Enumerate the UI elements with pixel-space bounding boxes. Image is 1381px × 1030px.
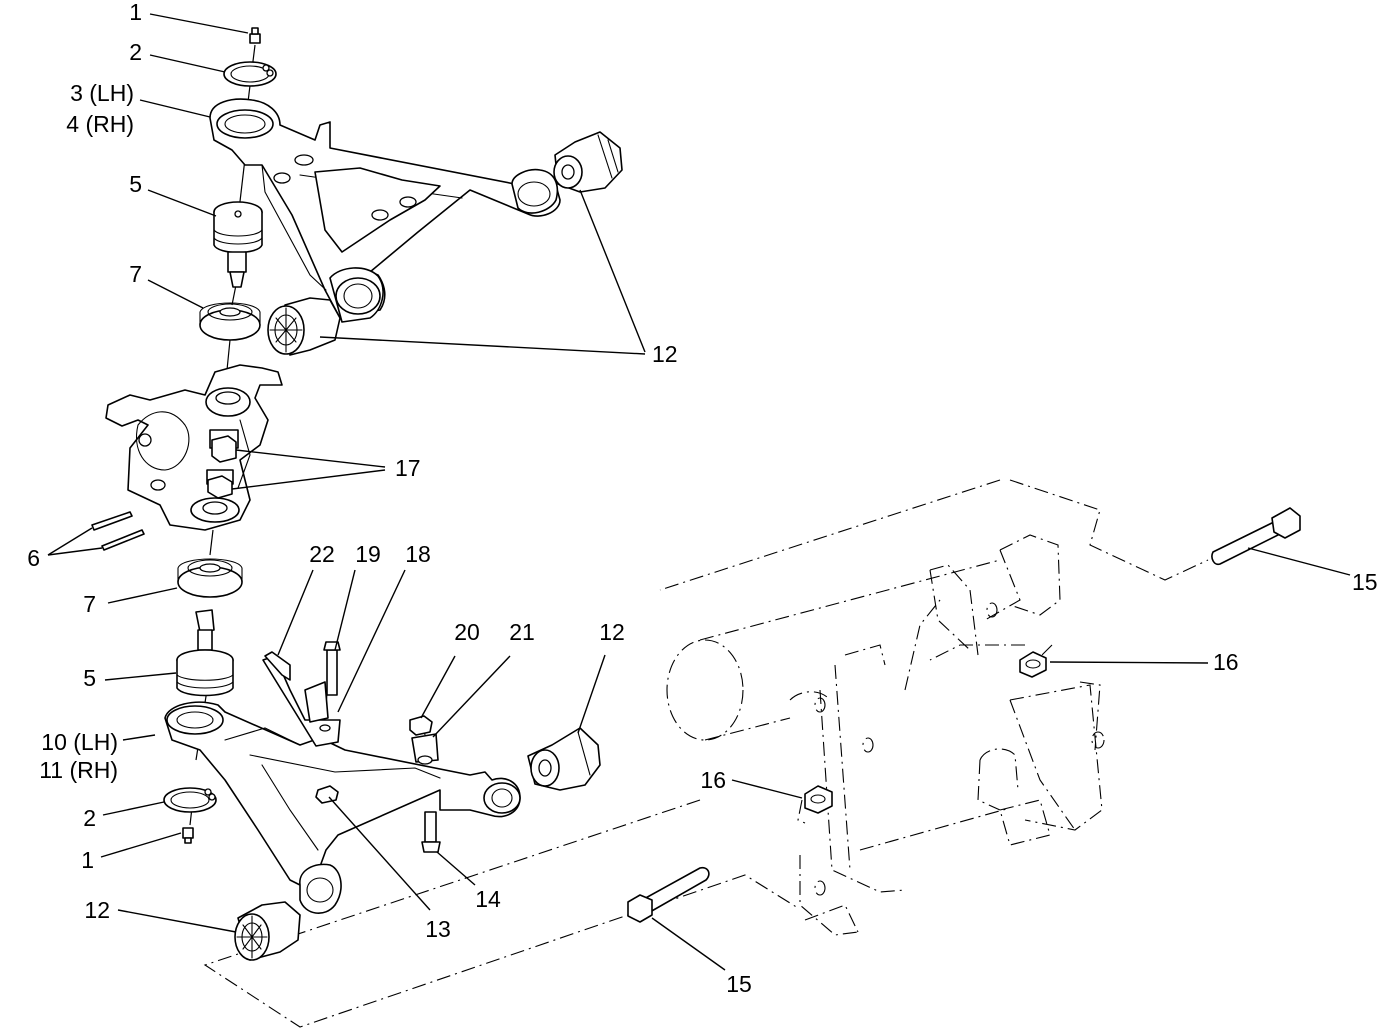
callout-6: 6 bbox=[27, 545, 40, 571]
callout-7-top: 7 bbox=[129, 261, 142, 287]
part-12-bushing-upper-left bbox=[267, 297, 341, 356]
callout-17: 17 bbox=[395, 455, 421, 481]
part-16-nut-bottom bbox=[804, 785, 833, 814]
part-1-grease-fitting-top bbox=[249, 27, 261, 44]
callout-5-bottom: 5 bbox=[83, 665, 96, 691]
callout-1-bottom: 1 bbox=[81, 847, 94, 873]
part-12-bushing-lower-right bbox=[527, 727, 601, 791]
part-20-21-clip-and-nut bbox=[409, 715, 439, 765]
part-6-cotter-pins bbox=[91, 511, 145, 551]
part-5-ball-joint-bottom bbox=[176, 609, 234, 697]
callout-12-bottom: 12 bbox=[84, 897, 110, 923]
callout-labels: 1 2 3 (LH) 4 (RH) 5 7 12 17 6 7 22 19 18… bbox=[27, 0, 1377, 997]
callout-20: 20 bbox=[454, 619, 480, 645]
part-3-4-upper-control-arm bbox=[209, 98, 561, 323]
part-5-ball-joint-top bbox=[213, 201, 263, 288]
leader-lines bbox=[47, 13, 1351, 971]
callout-2-bottom: 2 bbox=[83, 805, 96, 831]
placement-lines bbox=[203, 479, 1209, 1028]
part-15-bolt-bottom bbox=[627, 866, 710, 923]
part-14-bolt bbox=[421, 811, 441, 853]
callout-12-middle: 12 bbox=[599, 619, 625, 645]
callout-5-top: 5 bbox=[129, 171, 142, 197]
part-7-seal-bottom bbox=[177, 558, 243, 598]
part-12-bushing-upper-right bbox=[553, 131, 623, 193]
callout-16-top: 16 bbox=[1213, 649, 1239, 675]
callout-12-top: 12 bbox=[652, 341, 678, 367]
part-19-bolt bbox=[323, 641, 341, 696]
part-10-11-lower-control-arm bbox=[164, 701, 521, 914]
callout-18: 18 bbox=[405, 541, 431, 567]
callout-15-bottom: 15 bbox=[726, 971, 752, 997]
vehicle-frame-reference bbox=[666, 534, 1105, 936]
part-18-22-sensor-bracket bbox=[262, 651, 341, 747]
part-16-nut-top bbox=[1019, 651, 1047, 678]
part-17-castle-nuts bbox=[207, 435, 237, 499]
callout-13: 13 bbox=[425, 916, 451, 942]
callout-11-rh: 11 (RH) bbox=[39, 757, 118, 783]
callout-15-top: 15 bbox=[1352, 569, 1378, 595]
callout-22: 22 bbox=[309, 541, 335, 567]
part-1-grease-fitting-bottom bbox=[182, 827, 194, 844]
callout-7-bottom: 7 bbox=[83, 591, 96, 617]
callout-16-bottom: 16 bbox=[700, 767, 726, 793]
part-13-nut bbox=[315, 785, 339, 804]
callout-21: 21 bbox=[509, 619, 535, 645]
callout-3-lh: 3 (LH) bbox=[70, 80, 134, 106]
callout-19: 19 bbox=[355, 541, 381, 567]
part-15-bolt-top bbox=[1211, 507, 1301, 566]
part-2-snap-ring-top bbox=[223, 61, 277, 87]
callout-2-top: 2 bbox=[129, 39, 142, 65]
callout-1-top: 1 bbox=[129, 0, 142, 25]
callout-4-rh: 4 (RH) bbox=[66, 111, 134, 137]
callout-14: 14 bbox=[475, 886, 501, 912]
steering-knuckle bbox=[105, 364, 283, 531]
callout-10-lh: 10 (LH) bbox=[41, 729, 118, 755]
part-2-snap-ring-bottom bbox=[163, 787, 217, 813]
part-12-bushing-lower-left bbox=[234, 901, 301, 961]
part-7-seal-top bbox=[199, 302, 261, 341]
